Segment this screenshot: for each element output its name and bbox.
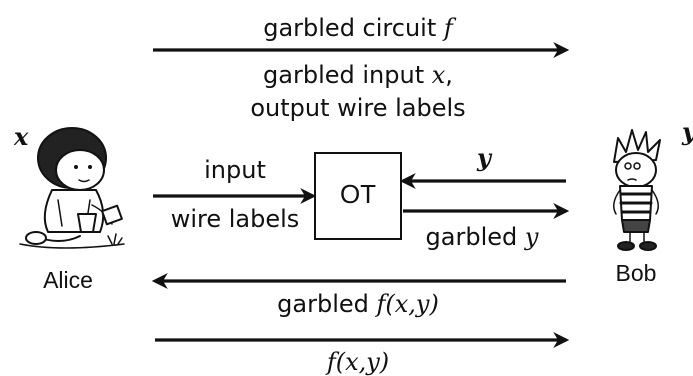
alice-figure: x [13, 122, 125, 249]
alice-name: Alice [43, 267, 93, 293]
bob-input-var: y [681, 117, 693, 146]
bob-name: Bob [616, 260, 657, 286]
garbled-input-label: garbled input x, [263, 61, 453, 89]
bob-figure: y [613, 117, 693, 251]
input-label: input [204, 156, 266, 184]
final-result-label: f(x,y) [325, 348, 389, 376]
ot-label: OT [340, 179, 376, 209]
wire-labels-label: wire labels [171, 205, 300, 233]
alice-input-var: x [13, 122, 29, 151]
garbled-y-label: garbled y [426, 223, 539, 251]
garbled-result-label: garbled f(x,y) [277, 290, 439, 318]
ot-input-y-label: y [476, 143, 493, 172]
output-wire-labels-label: output wire labels [250, 94, 465, 122]
garbled-circuit-label: garbled circuit f [263, 14, 457, 42]
